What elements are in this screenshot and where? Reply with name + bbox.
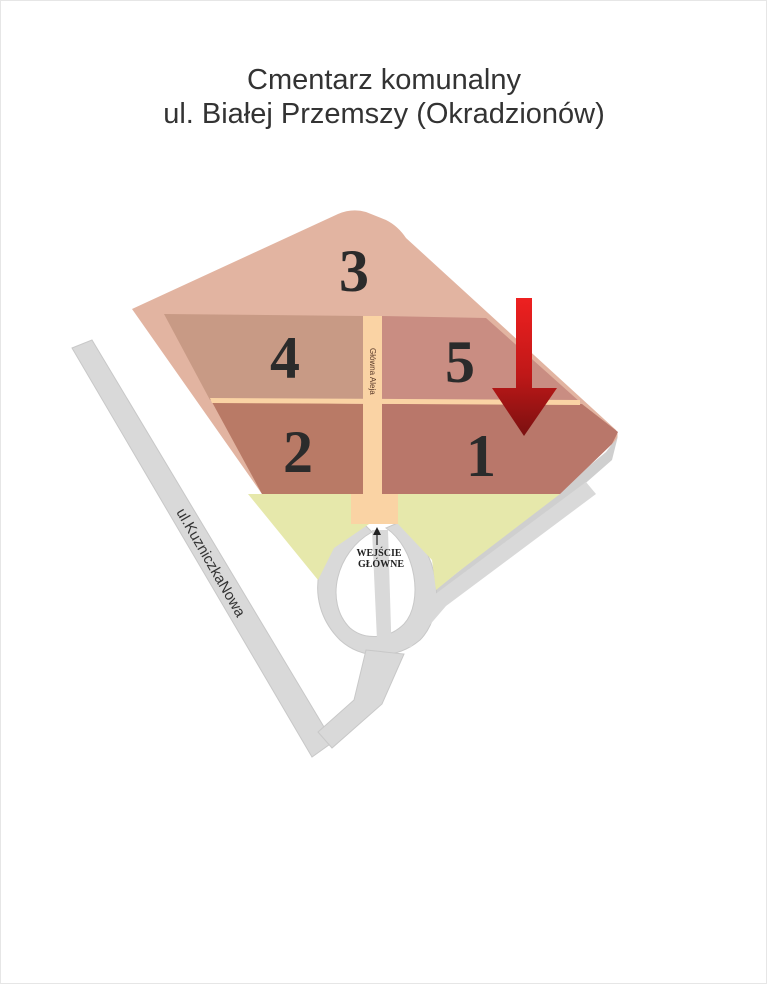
alley-label: Główna Aleja xyxy=(368,348,377,395)
sector-label-1: 1 xyxy=(466,423,496,489)
sector-1[interactable] xyxy=(382,404,618,494)
map-title: Cmentarz komunalny xyxy=(247,64,521,96)
sector-4[interactable] xyxy=(164,314,364,402)
map-subtitle: ul. Białej Przemszy (Okradzionów) xyxy=(163,98,605,130)
sector-label-4: 4 xyxy=(270,325,300,391)
street-label: ul.KuzniczkaNowa xyxy=(173,506,249,621)
up-arrow-icon xyxy=(373,527,381,545)
entrance-label-line2: GŁÓWNE xyxy=(358,558,404,570)
sector-label-5: 5 xyxy=(445,329,475,395)
sector-2[interactable] xyxy=(212,402,364,494)
down-arrow-icon xyxy=(492,298,557,436)
main-alley xyxy=(210,316,580,524)
sector-label-3: 3 xyxy=(339,238,369,304)
sector-label-2: 2 xyxy=(283,419,313,485)
entrance-label-line1: WEJŚCIE xyxy=(356,547,401,559)
grass-area xyxy=(248,494,560,590)
